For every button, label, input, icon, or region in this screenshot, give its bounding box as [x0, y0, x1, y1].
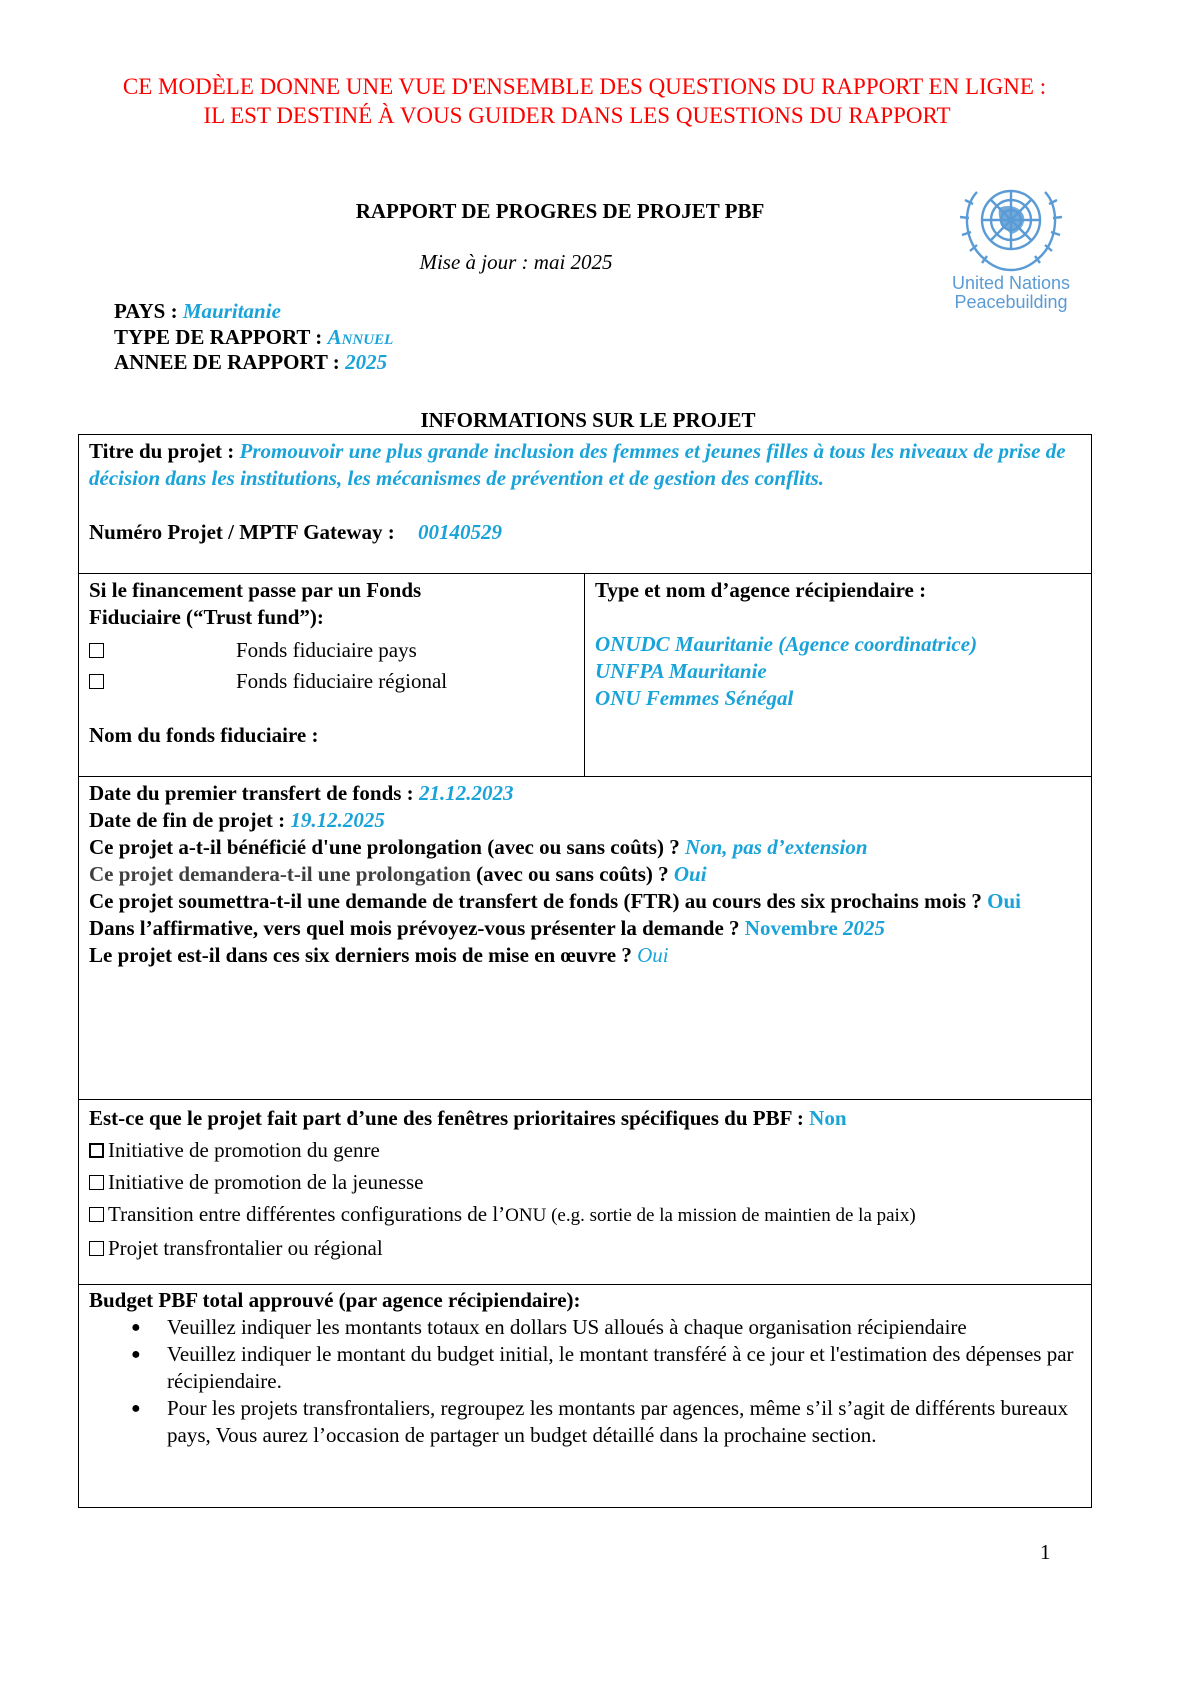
report-type-value: Annuel	[327, 325, 394, 349]
template-notice-banner: CE MODÈLE DONNE UNE VUE D'ENSEMBLE DES Q…	[0, 72, 1191, 130]
logo-text-line-1: United Nations	[951, 273, 1071, 293]
project-title: Titre du projet : Promouvoir une plus gr…	[89, 438, 1081, 492]
update-date: Mise à jour : mai 2025	[419, 250, 613, 274]
window-transition-label-cont: ONU (e.g. sortie de la mission de mainti…	[505, 1205, 916, 1226]
checkbox-icon[interactable]	[89, 643, 104, 658]
project-number: Numéro Projet / MPTF Gateway : 00140529	[89, 519, 1081, 546]
extension-value: Non, pas d’extension	[684, 835, 868, 859]
un-emblem-icon	[959, 189, 1063, 272]
project-number-value: 00140529	[418, 520, 503, 544]
ftr-month-value: Novembre	[744, 916, 843, 940]
last-six-months-label: Le projet est-il dans ces six derniers m…	[89, 943, 638, 967]
country-label: PAYS :	[114, 299, 183, 323]
window-transition-option[interactable]: Transition entre différentes configurati…	[89, 1198, 1081, 1232]
list-item: Pour les projets transfrontaliers, regro…	[131, 1395, 1081, 1449]
first-transfer-row: Date du premier transfert de fonds : 21.…	[89, 780, 1081, 807]
end-date-row: Date de fin de projet : 19.12.2025	[89, 807, 1081, 834]
extension-label: Ce projet a-t-il bénéficié d'une prolong…	[89, 835, 685, 859]
will-extend-row: Ce projet demandera-t-il une prolongatio…	[89, 861, 1081, 888]
trust-fund-regional-option[interactable]: Fonds fiduciaire régional	[89, 668, 574, 695]
extension-row: Ce projet a-t-il bénéficié d'une prolong…	[89, 834, 1081, 861]
page-number: 1	[1040, 1540, 1051, 1564]
report-year-row: ANNEE DE RAPPORT : 2025	[114, 349, 393, 376]
recipient-agency-cell: Type et nom d’agence récipiendaire : ONU…	[584, 573, 1092, 777]
trust-fund-country-label: Fonds fiduciaire pays	[236, 638, 417, 662]
checkbox-icon[interactable]	[89, 1207, 104, 1222]
list-item: Veuillez indiquer le montant du budget i…	[131, 1341, 1081, 1395]
priority-windows-label: Est-ce que le projet fait part d’une des…	[89, 1106, 810, 1130]
window-transition-label: Transition entre différentes configurati…	[108, 1202, 506, 1226]
project-title-value: Promouvoir une plus grande inclusion des…	[89, 439, 1066, 490]
document-title: RAPPORT DE PROGRES DE PROJET PBF	[355, 199, 765, 223]
section-title: INFORMATIONS SUR LE PROJET	[420, 408, 756, 432]
checkbox-icon[interactable]	[89, 674, 104, 689]
trust-fund-regional-label: Fonds fiduciaire régional	[236, 669, 448, 693]
window-crossborder-option[interactable]: Projet transfrontalier ou régional	[89, 1232, 1081, 1264]
end-date-label: Date de fin de projet :	[89, 808, 291, 832]
first-transfer-label: Date du premier transfert de fonds :	[89, 781, 419, 805]
trust-fund-label-1: Si le financement passe par un Fonds	[89, 578, 422, 602]
priority-windows-cell: Est-ce que le projet fait part d’une des…	[78, 1099, 1092, 1285]
window-youth-label: Initiative de promotion de la jeunesse	[108, 1170, 424, 1194]
country-value: Mauritanie	[182, 299, 281, 323]
project-title-label: Titre du projet :	[89, 439, 240, 463]
last-six-months-row: Le projet est-il dans ces six derniers m…	[89, 942, 1081, 969]
banner-line-2: IL EST DESTINÉ À VOUS GUIDER DANS LES QU…	[203, 103, 951, 128]
priority-windows-question: Est-ce que le projet fait part d’une des…	[89, 1102, 1081, 1134]
trust-fund-name-label: Nom du fonds fiduciaire :	[89, 723, 319, 747]
ftr-month-label: Dans l’affirmative, vers quel mois prévo…	[89, 916, 745, 940]
trust-fund-country-option[interactable]: Fonds fiduciaire pays	[89, 637, 574, 664]
un-peacebuilding-logo: United Nations Peacebuilding	[936, 176, 1086, 312]
project-number-label: Numéro Projet / MPTF Gateway :	[89, 520, 395, 544]
budget-label: Budget PBF total approuvé (par agence ré…	[89, 1288, 581, 1312]
agency-item: ONU Femmes Sénégal	[595, 686, 794, 710]
trust-fund-cell: Si le financement passe par un Fonds Fid…	[78, 573, 585, 777]
end-date-value: 19.12.2025	[290, 808, 385, 832]
checkbox-icon[interactable]	[89, 1175, 104, 1190]
will-extend-label: Ce projet demandera-t-il une prolongatio…	[89, 862, 471, 886]
budget-instructions: Veuillez indiquer les montants totaux en…	[131, 1314, 1081, 1449]
will-extend-value: Oui	[673, 862, 707, 886]
trust-fund-label-2: Fiduciaire (“Trust fund”):	[89, 605, 324, 629]
ftr-year-value: 2025	[842, 916, 885, 940]
report-type-label: TYPE DE RAPPORT :	[114, 325, 328, 349]
window-gender-option[interactable]: Initiative de promotion du genre	[89, 1134, 1081, 1166]
first-transfer-value: 21.12.2023	[418, 781, 514, 805]
list-item: Veuillez indiquer les montants totaux en…	[131, 1314, 1081, 1341]
agency-label: Type et nom d’agence récipiendaire :	[595, 578, 927, 602]
ftr-month-row: Dans l’affirmative, vers quel mois prévo…	[89, 915, 1081, 942]
project-dates-cell: Date du premier transfert de fonds : 21.…	[78, 776, 1092, 1100]
budget-cell: Budget PBF total approuvé (par agence ré…	[78, 1284, 1092, 1508]
ftr-row: Ce projet soumettra-t-il une demande de …	[89, 888, 1081, 915]
will-extend-label-cont: (avec ou sans coûts) ?	[470, 862, 674, 886]
banner-line-1: CE MODÈLE DONNE UNE VUE D'ENSEMBLE DES Q…	[122, 74, 1047, 99]
agency-item: ONUDC Mauritanie (Agence coordinatrice)	[595, 632, 978, 656]
checkbox-icon[interactable]	[89, 1143, 104, 1158]
window-gender-label: Initiative de promotion du genre	[108, 1138, 380, 1162]
window-youth-option[interactable]: Initiative de promotion de la jeunesse	[89, 1166, 1081, 1198]
logo-text-line-2: Peacebuilding	[954, 292, 1068, 312]
checkbox-icon[interactable]	[89, 1241, 104, 1256]
ftr-value: Oui	[987, 889, 1021, 913]
window-crossborder-label: Projet transfrontalier ou régional	[108, 1236, 383, 1260]
last-six-months-value: Oui	[637, 943, 669, 967]
report-year-value: 2025	[345, 350, 388, 374]
agency-item: UNFPA Mauritanie	[595, 659, 767, 683]
country-row: PAYS : Mauritanie	[114, 298, 393, 325]
report-meta: PAYS : Mauritanie TYPE DE RAPPORT : Annu…	[114, 298, 393, 376]
priority-windows-value: Non	[809, 1106, 847, 1130]
report-type-row: TYPE DE RAPPORT : Annuel	[114, 325, 393, 349]
project-title-cell: Titre du projet : Promouvoir une plus gr…	[78, 434, 1092, 574]
report-year-label: ANNEE DE RAPPORT :	[114, 350, 346, 374]
ftr-label: Ce projet soumettra-t-il une demande de …	[89, 889, 988, 913]
